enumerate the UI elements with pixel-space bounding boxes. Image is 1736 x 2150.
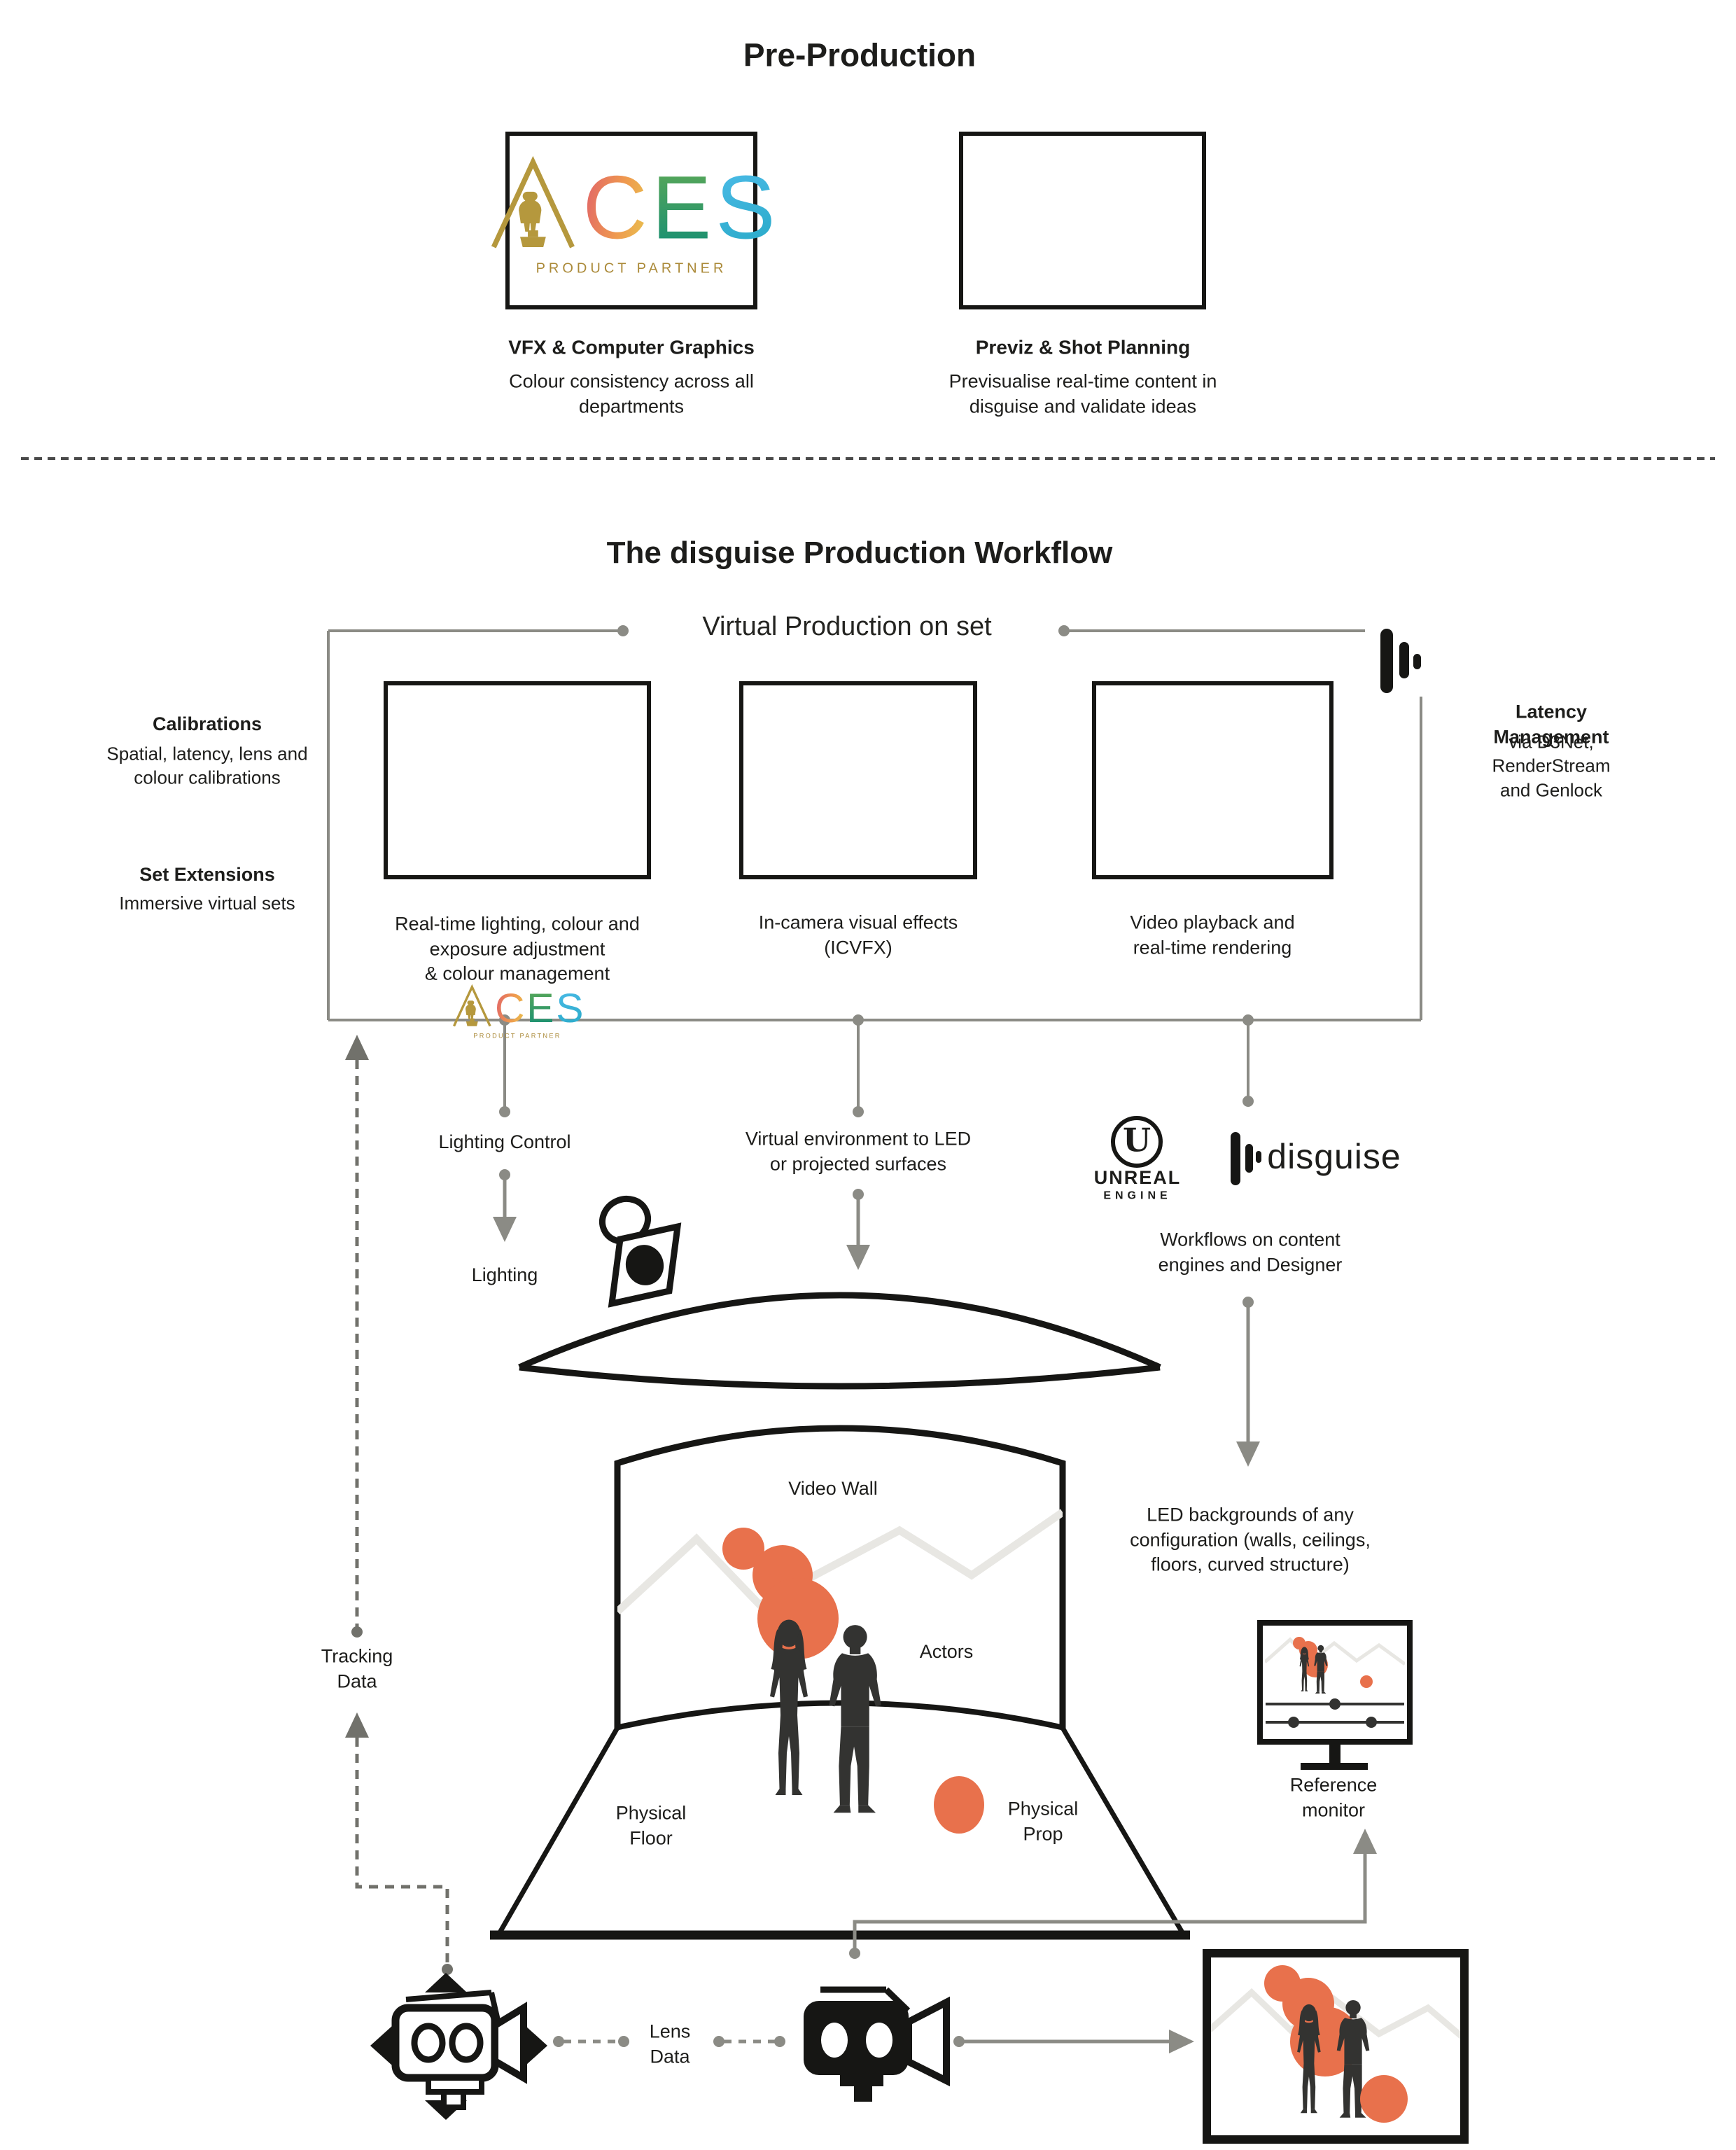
previz-box [959,132,1206,309]
pre-production-title: Pre-Production [743,36,976,74]
aces-letter-s: S [556,985,586,1032]
lens-data-label: Lens Data [649,2020,691,2067]
set-extensions-description: Immersive virtual sets [119,892,295,914]
aces-partner-box [505,132,757,309]
icvfx-box [739,681,977,879]
disguise-logo-icon [1380,629,1421,693]
ceiling-panel-outer-arc [518,1292,1161,1371]
aces-product-partner-label: PRODUCT PARTNER [473,1032,561,1040]
connector-dot [351,1626,363,1638]
workflows-label: Workflows on content engines and Designe… [1158,1229,1343,1275]
virtual-env-connector [846,1014,870,1270]
camera-output-frame [1203,1949,1469,2144]
video-playback-box [1092,681,1334,879]
ceiling-panel-inner-arc [519,1364,1161,1390]
aces-product-partner-logo: ACES CES PRODUCT PARTNER [483,155,779,277]
lighting-control-label: Lighting Control [438,1131,571,1153]
reference-monitor-icon [1257,1620,1413,1770]
disguise-wordmark: disguise [1267,1137,1401,1176]
unreal-monogram: U [1122,1121,1152,1159]
production-camera-icon [804,1986,950,2102]
set-extensions-title: Set Extensions [139,864,275,886]
virtual-production-on-set-title: Virtual Production on set [690,608,1004,645]
workflows-connector [1236,1014,1260,1467]
connector-dot [617,625,629,636]
physical-prop-label: Physical Prop [1007,1798,1079,1844]
tracking-data-label: Tracking Data [321,1645,393,1691]
vfx-item-title: VFX & Computer Graphics [508,336,755,358]
unreal-engine-label: ENGINE [1103,1189,1172,1202]
video-wall-label: Video Wall [788,1478,878,1500]
led-stage [490,1292,1190,1940]
physical-prop-shape [934,1776,984,1834]
disguise-logo-icon [1231,1132,1261,1185]
aces-product-partner-logo-small: ACES CES PRODUCT PARTNER [449,984,586,1040]
virtual-production-container [327,629,1422,1021]
aces-letter-e: E [526,985,556,1032]
connector-dot [1058,625,1070,636]
virtual-env-label: Virtual environment to LED or projected … [745,1128,972,1174]
aces-letter-c: C [582,158,652,258]
led-backgrounds-label: LED backgrounds of any configuration (wa… [1130,1504,1371,1575]
spotlight-icon [599,1195,682,1308]
tracking-camera-icon [370,1973,547,2120]
calibrations-description: Spatial, latency, lens and colour calibr… [106,743,308,788]
calibrations-title: Calibrations [152,713,262,735]
latency-description: via D3Net, RenderStream and Genlock [1492,731,1611,801]
previz-item-description: Previsualise real-time content in disgui… [948,370,1217,417]
tracking-data-path [345,1035,449,1964]
lens-data-connectors [553,2036,785,2047]
aces-triangle-oscar-icon [452,984,491,1027]
previz-item-title: Previz & Shot Planning [975,336,1191,358]
lighting-flow-connector [493,1014,517,1242]
video-playback-caption: Video playback and real-time rendering [1130,912,1295,958]
realtime-lighting-box [384,681,651,879]
aces-letter-s: S [715,158,780,258]
reference-monitor-label: Reference monitor [1289,1774,1378,1820]
aces-triangle-oscar-icon [491,155,575,249]
latency-title: Latency Management [1493,701,1609,747]
actors-label: Actors [919,1641,974,1663]
reference-monitor-arrow [849,1829,1377,1959]
connector-dot [442,1964,453,1975]
camera-output-arrow [953,2030,1194,2053]
vfx-item-description: Colour consistency across all department… [509,370,754,417]
unreal-label: UNREAL [1093,1167,1182,1189]
realtime-lighting-caption: Real-time lighting, colour and exposure … [395,913,640,984]
aces-letter-c: C [494,985,527,1032]
unreal-engine-logo-circle [1111,1116,1163,1168]
workflow-title: The disguise Production Workflow [606,535,1113,570]
lighting-label: Lighting [471,1264,538,1286]
physical-floor-label: Physical Floor [615,1802,687,1848]
icvfx-caption: In-camera visual effects (ICVFX) [758,912,958,958]
aces-letter-e: E [651,158,716,258]
aces-product-partner-label: PRODUCT PARTNER [536,260,727,277]
